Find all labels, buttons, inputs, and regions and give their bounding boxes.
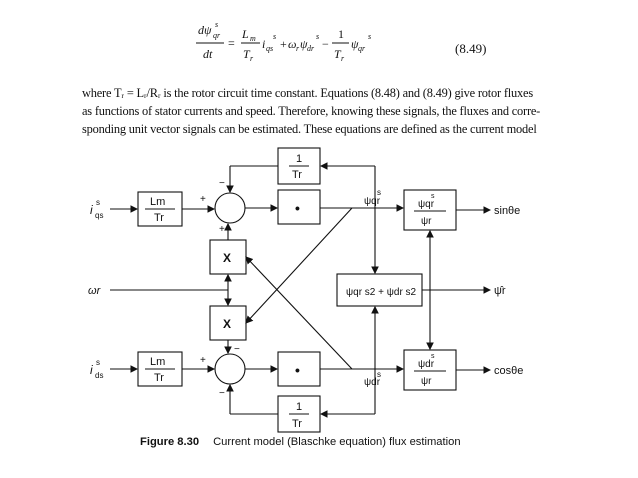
tr-bottom-num: 1 [296, 401, 302, 413]
divider-top-num: ψqr [418, 199, 435, 210]
gain-top-num: Lm [150, 196, 165, 208]
svg-text:s: s [316, 32, 319, 41]
integrator-top-label: • [295, 200, 300, 216]
psi-dr-sup: s [377, 370, 381, 379]
svg-text:T: T [334, 47, 342, 61]
sign-minus-top-fb: − [219, 178, 225, 189]
psi-qr-label: ψqr [364, 196, 381, 207]
paragraph-line: sponding unit vector signals can be esti… [82, 122, 537, 136]
sqrt-expression: ψqr s2 + ψdr s2 [346, 287, 417, 298]
figure-caption-text: Current model (Blaschke equation) flux e… [213, 436, 461, 448]
svg-text:m: m [250, 34, 256, 43]
psi-dr-label: ψdr [364, 377, 381, 388]
cos-output-label: cosθe [494, 365, 523, 377]
svg-text:i: i [262, 37, 265, 51]
divider-bottom-den: ψr [421, 376, 432, 387]
gain-top-den: Tr [154, 212, 164, 224]
sign-minus-bottom-fb: − [219, 388, 225, 399]
svg-text:+: + [280, 37, 287, 51]
iqs-sup: s [96, 198, 100, 207]
svg-text:r: r [296, 44, 300, 53]
gain-bottom-den: Tr [154, 372, 164, 384]
body-paragraph: where Tᵣ = Lᵣ/Rᵣ is the rotor circuit ti… [82, 84, 541, 138]
summing-junction-bottom [214, 353, 246, 385]
svg-text:s: s [273, 32, 276, 41]
iqs-sub: qs [95, 211, 103, 220]
svg-text:dr: dr [307, 44, 315, 53]
svg-text:−: − [322, 37, 329, 51]
iqs-label: i [90, 203, 93, 217]
psi-r-hat-output-label: ψ̂r [494, 285, 506, 297]
svg-text:s: s [215, 20, 218, 29]
sign-plus-top-mult: + [219, 224, 225, 235]
integrator-bottom-label: • [295, 362, 300, 378]
svg-text:qr: qr [213, 31, 221, 40]
divider-bottom-num-sup: s [431, 353, 435, 360]
svg-text:r: r [250, 54, 254, 63]
figure-caption: Figure 8.30 Current model (Blaschke equat… [140, 436, 461, 448]
svg-text:s: s [368, 32, 371, 41]
sign-plus-top-left: + [200, 194, 206, 205]
tr-top-den: Tr [292, 169, 302, 181]
svg-text:L: L [241, 27, 249, 41]
sin-output-label: sinθe [494, 205, 520, 217]
ids-label: i [90, 363, 93, 377]
svg-text:ψ: ψ [300, 37, 308, 51]
divider-top-den: ψr [421, 216, 432, 227]
svg-text:ω: ω [288, 37, 296, 51]
multiply-bottom-label: X [223, 317, 231, 331]
svg-text:ψ: ψ [351, 37, 359, 51]
ids-sub: ds [95, 371, 103, 380]
divider-top-num-sup: s [431, 193, 435, 200]
svg-text:dt: dt [203, 47, 213, 61]
paragraph-line: as functions of stator currents and spee… [82, 104, 541, 118]
sign-minus-bottom-mult: − [234, 344, 240, 355]
divider-bottom-num: ψdr [418, 359, 435, 370]
tr-top-num: 1 [296, 153, 302, 165]
multiply-top-label: X [223, 251, 231, 265]
figure-label: Figure 8.30 [140, 436, 200, 448]
sign-plus-bottom-left: + [200, 355, 206, 366]
gain-bottom-num: Lm [150, 356, 165, 368]
equation-number: (8.49) [455, 41, 487, 56]
svg-text:=: = [228, 36, 235, 50]
summing-junction-top [214, 192, 246, 224]
svg-text:1: 1 [338, 27, 344, 41]
ids-sup: s [96, 358, 100, 367]
svg-text:qr: qr [358, 44, 366, 53]
svg-text:r: r [341, 54, 345, 63]
paragraph-line: where Tᵣ = Lᵣ/Rᵣ is the rotor circuit ti… [82, 86, 533, 100]
svg-text:qs: qs [266, 44, 273, 53]
wr-label: ωr [88, 285, 102, 297]
svg-text:dψ: dψ [198, 23, 212, 37]
svg-text:T: T [243, 47, 251, 61]
psi-qr-sup: s [377, 188, 381, 197]
tr-bottom-den: Tr [292, 418, 302, 430]
